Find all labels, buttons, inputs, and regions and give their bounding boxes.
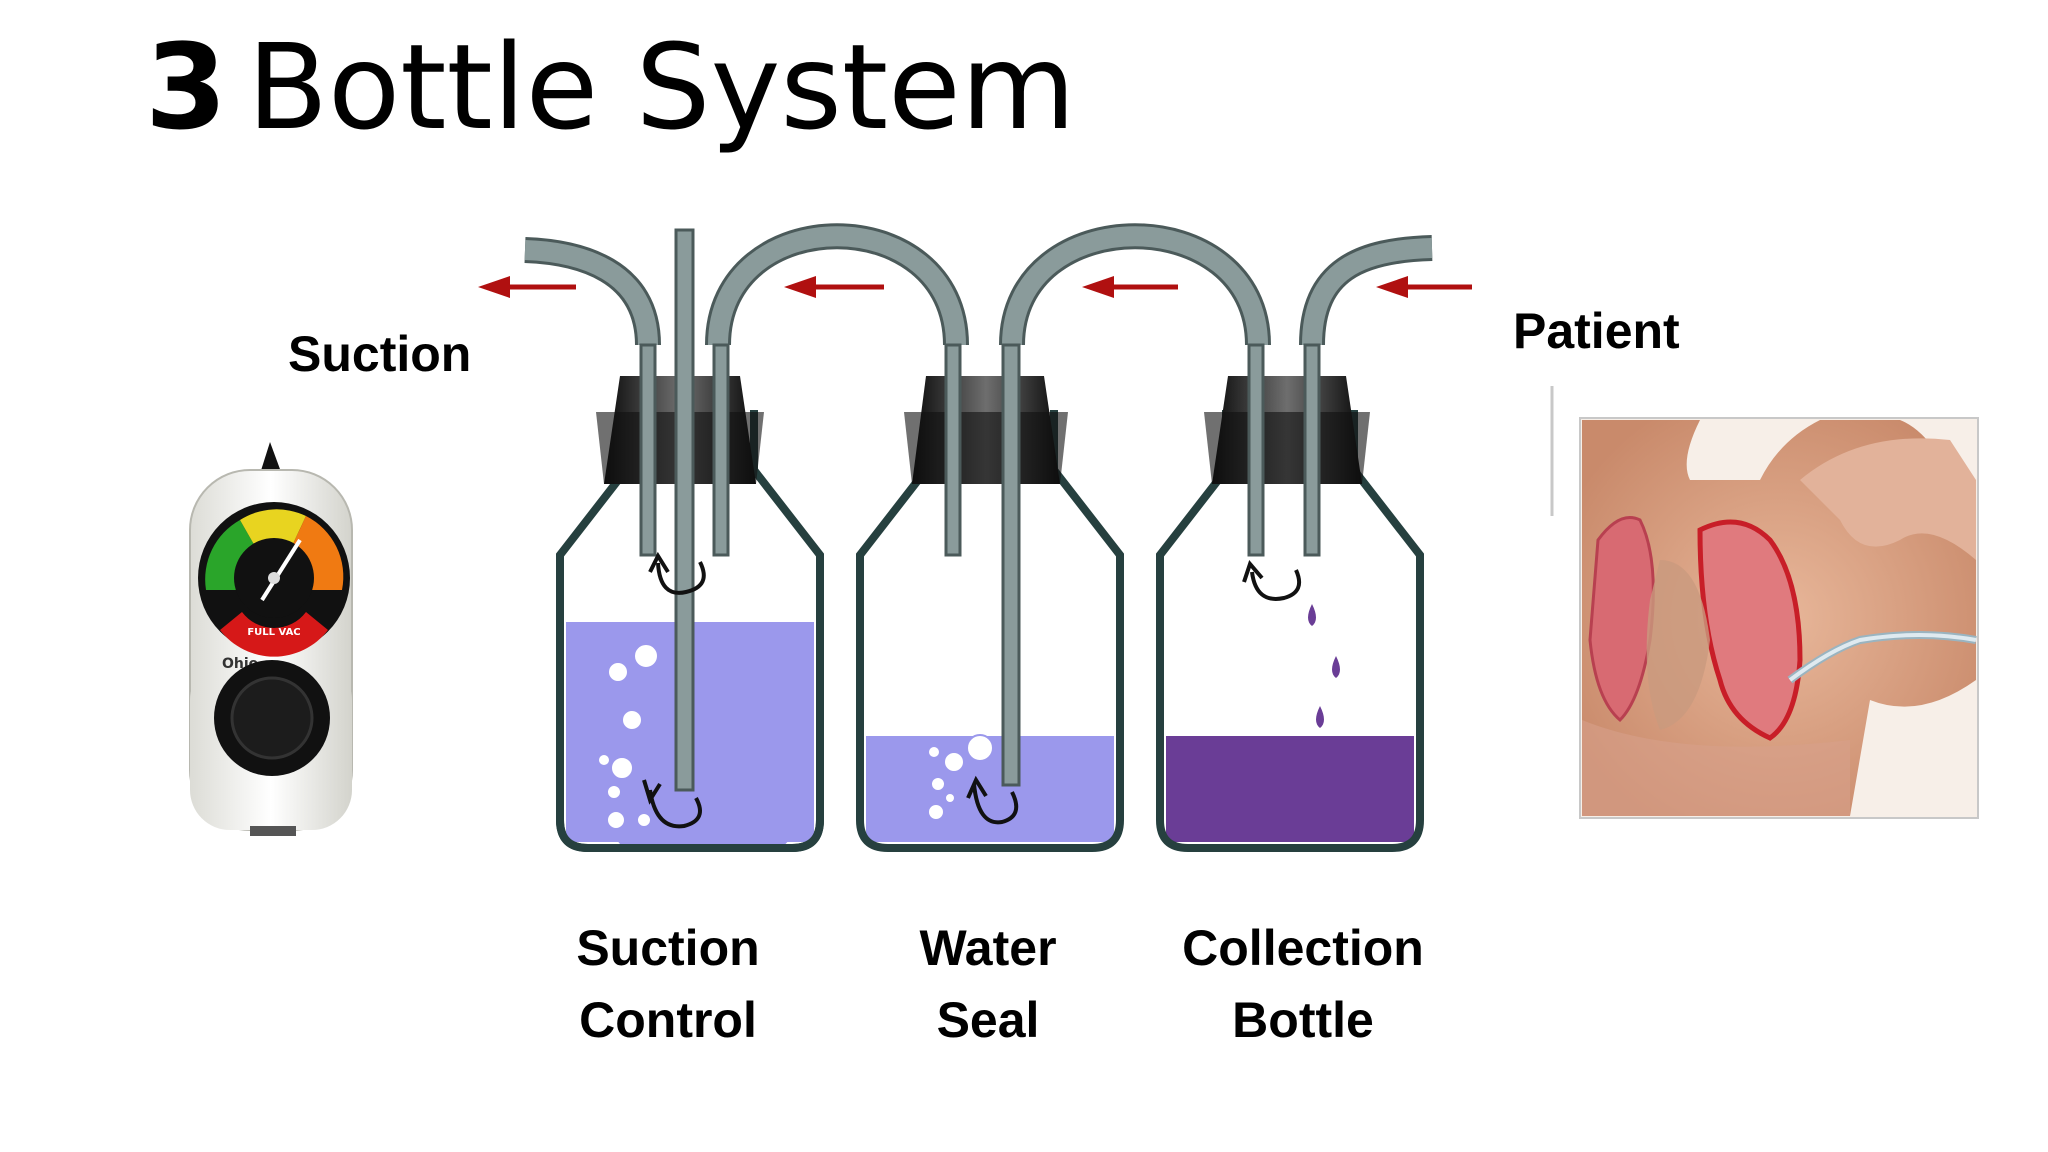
patient-chest-illustration [1550, 386, 1979, 819]
collection-bottle-label: Collection Bottle [1168, 912, 1438, 1056]
water-seal-bottle [856, 343, 1124, 852]
suction-control-label-line2: Control [579, 992, 757, 1048]
water-seal-label-line2: Seal [936, 992, 1040, 1048]
drainage-drops [1308, 604, 1340, 728]
collection-bottle [1156, 343, 1424, 852]
title-text: Bottle System [247, 18, 1076, 156]
suction-control-label: Suction Control [568, 912, 768, 1056]
bubbles [597, 643, 659, 830]
flow-arrows [478, 276, 1472, 298]
suction-control-bottle [556, 228, 824, 852]
title-number: 3 [145, 18, 228, 156]
bubbles [927, 734, 994, 821]
tubing [524, 223, 1433, 346]
suction-label: Suction [288, 326, 472, 382]
collection-bottle-label-line2: Bottle [1232, 992, 1374, 1048]
flow-arrow-icon [1082, 276, 1178, 298]
patient-label: Patient [1513, 303, 1680, 359]
flow-arrow-icon [1376, 276, 1472, 298]
water-seal-label-line1: Water [919, 920, 1057, 976]
collection-bottle-label-line1: Collection [1182, 920, 1424, 976]
flow-arrow-icon [784, 276, 884, 298]
gauge-scale-text: FULL VAC [247, 627, 300, 638]
water-seal-tube [1001, 343, 1021, 787]
atmosphere-vent-tube [674, 228, 695, 792]
suction-control-label-line1: Suction [576, 920, 760, 976]
water-seal-label: Water Seal [888, 912, 1088, 1056]
suction-regulator: FULL VAC Ohio [189, 442, 353, 836]
flow-arrow-icon [478, 276, 576, 298]
